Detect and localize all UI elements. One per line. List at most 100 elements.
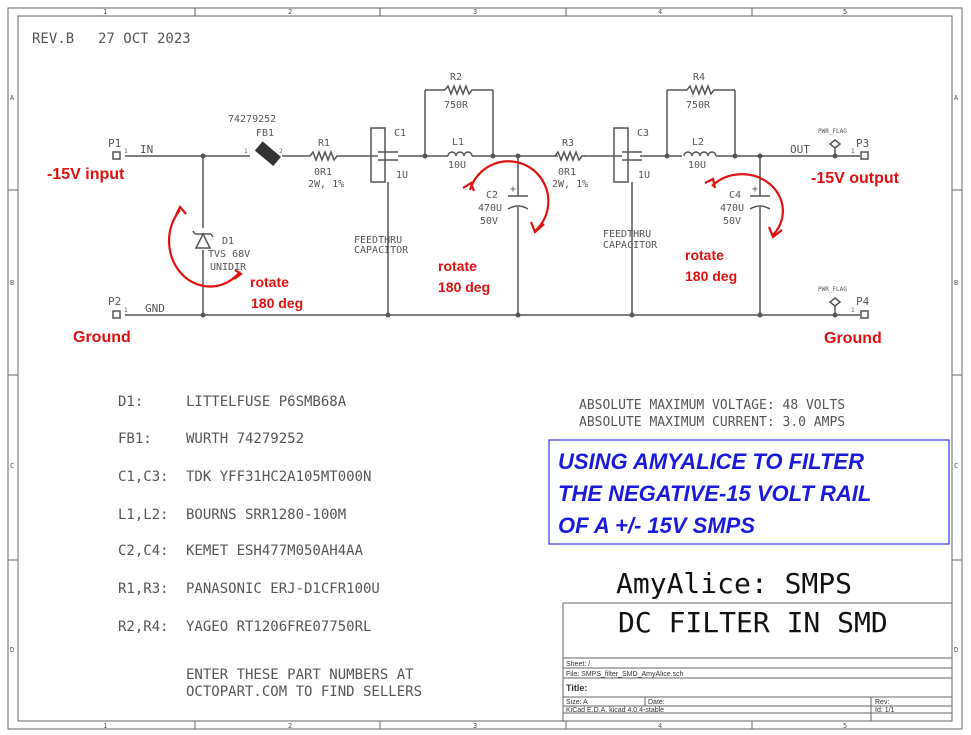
- bom-part-0: LITTELFUSE P6SMB68A: [186, 394, 347, 410]
- feedthru-capacitor-c3[interactable]: C3 1U FEEDTHRU CAPACITOR: [603, 127, 658, 251]
- border-row-c: C: [10, 462, 14, 470]
- rotate-arrow-icon-c2: [468, 160, 550, 233]
- connector-p3[interactable]: P3 1 OUT: [790, 137, 869, 160]
- connector-p4[interactable]: P4 1: [851, 295, 870, 319]
- capacitor-c2[interactable]: + C2 470U 50V: [478, 184, 529, 227]
- callout-box: USING AMYALICE TO FILTER THE NEGATIVE-15…: [548, 439, 950, 545]
- bom-part-1: WURTH 74279252: [186, 431, 304, 447]
- p1-ref: P1: [108, 137, 121, 150]
- c4-ref: C4: [729, 190, 741, 201]
- c1-ref: C1: [394, 128, 406, 139]
- c3-type2: CAPACITOR: [603, 240, 658, 251]
- l1-value: 10U: [448, 160, 466, 171]
- resistor-r4[interactable]: R4 750R: [686, 72, 717, 111]
- p2-net: GND: [145, 302, 165, 315]
- border-row-b-right: B: [954, 279, 958, 287]
- d1-value: TVS 68V: [208, 249, 250, 260]
- rating-current: ABSOLUTE MAXIMUM CURRENT: 3.0 AMPS: [579, 415, 845, 430]
- tvs-diode-d1[interactable]: D1 TVS 68V UNIDIR: [192, 230, 250, 273]
- input-annotation: -15V input: [47, 166, 125, 183]
- c2-voltage: 50V: [480, 216, 498, 227]
- r2-value: 750R: [444, 100, 469, 111]
- bom-part-5: PANASONIC ERJ-D1CFR100U: [186, 581, 380, 597]
- border-row-b: B: [10, 279, 14, 287]
- bom-part-6: YAGEO RT1206FRE07750RL: [186, 619, 371, 635]
- rotate-arrow-icon: [167, 209, 241, 288]
- tb-file: File: SMPS_filter_SMD_AmyAlice.sch: [566, 671, 684, 678]
- border-col-3: 3: [473, 8, 477, 16]
- tb-rev-label: Rev:: [875, 699, 889, 706]
- c1-type2: CAPACITOR: [354, 245, 409, 256]
- c4-voltage: 50V: [723, 216, 741, 227]
- r4-value: 750R: [686, 100, 711, 111]
- r2-ref: R2: [450, 72, 462, 83]
- resistor-r2[interactable]: R2 750R: [444, 72, 475, 111]
- border-col-2-bottom: 2: [288, 722, 292, 730]
- pwr-flag-label: PWR_FLAG: [818, 128, 847, 135]
- border-row-c-right: C: [954, 462, 958, 470]
- p1-pin: 1: [124, 148, 128, 155]
- resistor-r3[interactable]: R3 0R1 2W, 1%: [552, 138, 588, 190]
- c4-rotate-label: rotate: [685, 247, 724, 263]
- d1-rotate-deg: 180 deg: [251, 295, 303, 311]
- border-col-4-bottom: 4: [658, 722, 662, 730]
- l2-ref: L2: [692, 137, 704, 148]
- bom-ref-4: C2,C4:: [118, 543, 169, 559]
- tb-sheet: Sheet: /: [566, 661, 590, 668]
- inductor-l2[interactable]: L2 10U: [683, 137, 717, 171]
- d1-ref: D1: [222, 236, 234, 247]
- junctions: [200, 153, 838, 318]
- border-col-3-bottom: 3: [473, 722, 477, 730]
- resistor-r1[interactable]: R1 0R1 2W, 1%: [308, 138, 344, 190]
- absolute-max-ratings: ABSOLUTE MAXIMUM VOLTAGE: 48 VOLTS ABSOL…: [579, 398, 845, 430]
- d1-type: UNIDIR: [210, 262, 247, 273]
- ferrite-bead-fb1[interactable]: 74279252 FB1 1 2: [228, 114, 283, 167]
- c2-ref: C2: [486, 190, 498, 201]
- tb-id: Id: 1/1: [875, 707, 895, 714]
- r3-value: 0R1: [558, 167, 576, 178]
- border-row-a: A: [10, 94, 15, 102]
- border-row-d-right: D: [954, 646, 958, 654]
- pwr-flag-gnd: PWR_FLAG: [818, 286, 847, 307]
- connector-p1[interactable]: P1 1 IN: [108, 137, 153, 160]
- p2-ref: P2: [108, 295, 121, 308]
- r4-ref: R4: [693, 72, 705, 83]
- r3-ref: R3: [562, 138, 574, 149]
- bom-ref-5: R1,R3:: [118, 581, 169, 597]
- tb-size: Size: A: [566, 699, 588, 706]
- d1-rotate-label: rotate: [250, 274, 289, 290]
- fb1-part: 74279252: [228, 114, 276, 125]
- r1-value: 0R1: [314, 167, 332, 178]
- title-line2: DC FILTER IN SMD: [618, 606, 888, 639]
- bom-ref-2: C1,C3:: [118, 469, 169, 485]
- bom-ref-6: R2,R4:: [118, 619, 169, 635]
- c4-rotate-deg: 180 deg: [685, 268, 737, 284]
- l2-value: 10U: [688, 160, 706, 171]
- capacitor-c4[interactable]: + C4 470U 50V: [720, 184, 771, 227]
- border-col-4: 4: [658, 8, 662, 16]
- c3-ref: C3: [637, 128, 649, 139]
- connector-p2[interactable]: P2 1 GND: [108, 295, 165, 319]
- bom-part-3: BOURNS SRR1280-100M: [186, 507, 346, 523]
- callout-line2: THE NEGATIVE-15 VOLT RAIL: [558, 481, 871, 506]
- bom-ref-1: FB1:: [118, 431, 152, 447]
- callout-line3: OF A +/- 15V SMPS: [558, 513, 755, 538]
- p1-net: IN: [140, 143, 153, 156]
- bom-ref-0: D1:: [118, 394, 143, 410]
- rating-voltage: ABSOLUTE MAXIMUM VOLTAGE: 48 VOLTS: [579, 398, 845, 413]
- c1-value: 1U: [396, 170, 408, 181]
- output-annotation: -15V output: [811, 170, 900, 187]
- inductor-l1[interactable]: L1 10U: [447, 137, 473, 171]
- border-col-1-bottom: 1: [103, 722, 107, 730]
- tb-date-label: Date:: [648, 699, 665, 706]
- fb1-pin1: 1: [244, 148, 248, 155]
- border-col-1: 1: [103, 8, 107, 16]
- c2-rotate-label: rotate: [438, 258, 477, 274]
- r1-rating: 2W, 1%: [308, 179, 344, 190]
- tb-title-label: Title:: [566, 683, 587, 693]
- p3-pin: 1: [851, 148, 855, 155]
- c1-type: FEEDTHRU: [354, 235, 402, 246]
- bom-part-4: KEMET ESH477M050AH4AA: [186, 543, 364, 559]
- feedthru-capacitor-c1[interactable]: C1 1U FEEDTHRU CAPACITOR: [354, 127, 409, 256]
